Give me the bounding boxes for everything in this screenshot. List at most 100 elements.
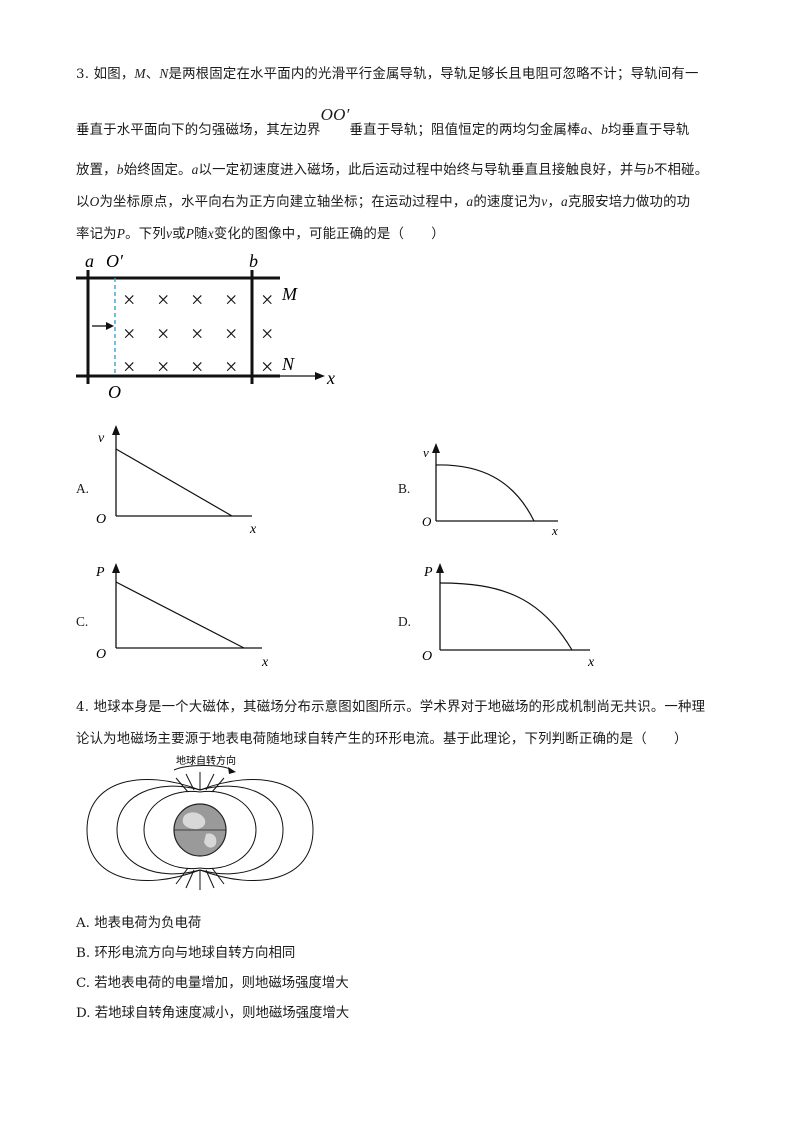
q4-choice-a[interactable]: A. 地表电荷为负电荷 [76,911,201,931]
earth-continents [182,812,217,848]
field-cross: × [123,321,135,346]
field-lines [86,772,314,890]
rod-b-ref: b [601,122,608,137]
rail-M-ref: M [134,66,146,81]
q3-line-4-mid3: ， [547,195,562,210]
field-cross: × [225,287,237,312]
q3-line-2-pre: 垂直于水平面向下的匀强磁场，其左边界 [76,123,321,138]
field-cross: × [157,321,169,346]
q3-number: 3. 如图， [76,67,135,82]
q3-line-3-mid: 始终固定。 [123,163,192,178]
q3-line-5-mid2: 随 [194,227,208,242]
q3-line-1: 3. 如图，M、N是两根固定在水平面内的光滑平行金属导轨，导轨足够长且电阻可忽略… [76,62,699,82]
q3-line-2-post: 均垂直于导轨 [607,123,690,138]
power-ref: P [116,226,126,241]
origin-label: O [96,512,106,527]
choice-text: 环形电流方向与地球自转方向相同 [94,946,296,961]
x-label: x [551,523,558,538]
origin-label: O [96,647,106,662]
q3-line-4: 以O为坐标原点，水平向右为正方向建立轴坐标；在运动过程中，a的速度记为v，a克服… [76,190,690,210]
field-cross: × [225,321,237,346]
y-label: P [423,565,433,580]
curve [439,582,573,651]
q3-line-5-pre: 率记为 [76,227,117,242]
y-label: v [98,431,105,446]
label-b: b [249,251,258,271]
choice-letter: C. [76,976,91,991]
label-M: M [281,284,298,304]
separator: 、 [145,67,160,82]
label-x: x [326,368,335,388]
x-label: x [249,522,257,537]
velocity-ref: v [541,194,548,209]
rod-a-ref: a [191,162,199,177]
q4-choice-d[interactable]: D. 若地球自转角速度减小，则地磁场强度增大 [76,1001,349,1021]
choice-letter: B. [76,946,91,961]
option-c-graph[interactable]: P O x [92,556,282,676]
y-label: P [95,565,105,580]
x-ref: x [207,226,214,241]
x-axis-arrowhead [315,372,325,380]
field-cross: × [157,287,169,312]
choice-text: 地表电荷为负电荷 [94,916,202,931]
field-cross: × [261,287,273,312]
q3-line-3: 放置，b始终固定。a以一定初速度进入磁场，此后运动过程中始终与导轨垂直且接触良好… [76,158,708,178]
field-cross: × [191,287,203,312]
y-axis-arrowhead [112,425,120,435]
field-cross: × [225,354,237,379]
q3-line-1-rest: 是两根固定在水平面内的光滑平行金属导轨，导轨足够长且电阻可忽略不计；导轨间有一 [168,67,699,82]
separator: 、 [587,123,602,138]
rotation-direction-label: 地球自转方向 [176,754,236,767]
y-axis-arrowhead [432,443,440,453]
boundary-OO-prime: OO′ [320,105,350,124]
label-O-prime: O′ [106,251,124,271]
field-cross: × [123,354,135,379]
field-cross: × [191,321,203,346]
q3-line-2-mid: 垂直于导轨；阻值恒定的两均匀金属棒 [349,123,581,138]
curve [435,464,535,522]
option-a-graph[interactable]: v O x [92,420,272,540]
x-label: x [261,655,269,670]
choice-text: 若地球自转角速度减小，则地磁场强度增大 [94,1006,350,1021]
q3-line-5-mid: 。下列 [125,227,166,242]
q3-line-4-end: 克服安培力做功的功 [567,195,691,210]
label-N: N [281,354,295,374]
option-a-letter[interactable]: A. [76,481,90,496]
q3-line-5-or: 或 [172,227,186,242]
label-O: O [108,382,121,402]
q3-line-4-mid2: 的速度记为 [473,195,542,210]
q3-line-3-rest: 以一定初速度进入磁场，此后运动过程中始终与导轨垂直且接触良好，并与 [198,163,648,178]
choice-text: 若地表电荷的电量增加，则地磁场强度增大 [94,976,349,991]
q4-line-1: 4. 地球本身是一个大磁体，其磁场分布示意图如图所示。学术界对于地磁场的形成机制… [76,700,706,715]
field-cross: × [191,354,203,379]
q3-line-3-end: 不相碰。 [653,163,709,178]
option-b-graph[interactable]: v O x [418,440,578,540]
q4-choice-c[interactable]: C. 若地表电荷的电量增加，则地磁场强度增大 [76,971,349,991]
choice-letter: D. [76,1006,91,1021]
initial-velocity-arrowhead [106,322,114,330]
option-c-letter[interactable]: C. [76,614,89,629]
origin-label: O [422,514,432,529]
choice-letter: A. [76,916,90,931]
earth-magnetic-field-figure: 地球自转方向 [86,754,314,890]
field-cross: × [261,354,273,379]
option-d-letter[interactable]: D. [398,614,412,629]
curve [115,448,233,517]
rod-b-ref: b [116,162,124,177]
field-cross: × [157,354,169,379]
option-d-graph[interactable]: P O x [420,556,610,676]
q4-choice-b[interactable]: B. 环形电流方向与地球自转方向相同 [76,941,295,961]
q3-line-5-end: 变化的图像中，可能正确的是（ ） [213,227,445,242]
option-b-letter[interactable]: B. [398,481,411,496]
q3-line-4-pre: 以 [76,195,90,210]
origin-label: O [422,649,432,664]
field-cross: × [123,287,135,312]
q3-line-4-mid: 为坐标原点，水平向右为正方向建立轴坐标；在运动过程中， [99,195,467,210]
q4-line-2: 论认为地磁场主要源于地表电荷随地球自转产生的环形电流。基于此理论，下列判断正确的… [76,732,688,747]
q3-line-3-pre: 放置， [76,163,117,178]
rod-a-ref: a [580,122,588,137]
curve [115,581,245,649]
velocity-ref: v [165,226,173,241]
q3-line-2: 垂直于水平面向下的匀强磁场，其左边界OO′垂直于导轨；阻值恒定的两均匀金属棒a、… [76,105,690,139]
rail-N-ref: N [159,66,169,81]
